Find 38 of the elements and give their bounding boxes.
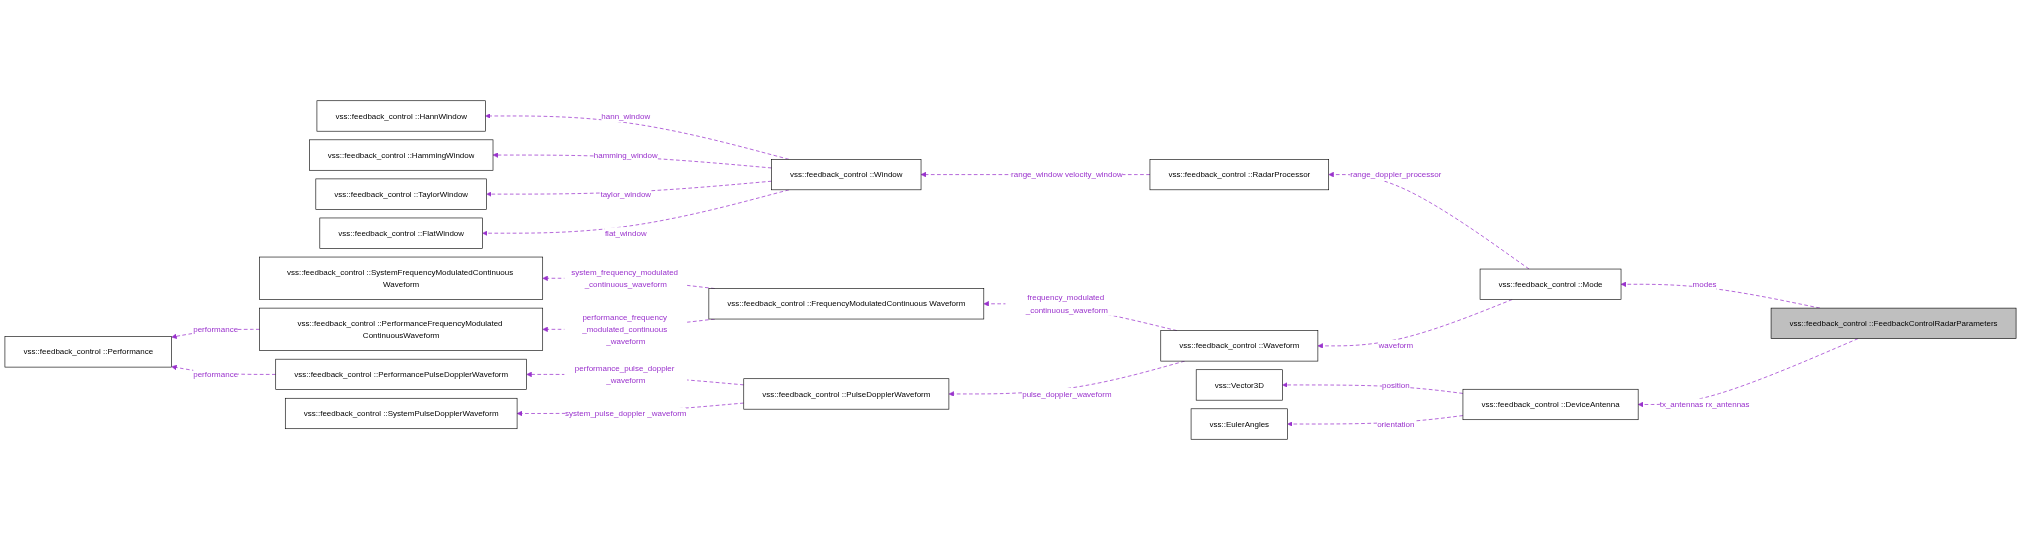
node-box: vss::feedback_control ::PerformanceFrequencyModulated ContinuousWaveform [259,307,544,351]
edge-label: frequency_modulated _continuous_waveform [1025,293,1109,315]
edge-label: hamming_window [593,150,658,160]
node-box: vss::feedback_control ::FlatWindow [319,217,483,249]
edge-label: modes [1692,279,1717,289]
edge-label: performance_frequency _modulated_continuous _waveform [582,312,668,346]
edge-label: hann_window [601,111,651,121]
edge-label: tx_antennas rx_antennas [1659,399,1750,409]
node-box: vss::feedback_control ::SystemFrequencyModulatedContinuous Waveform [259,256,544,300]
edge-label: range_doppler_processor [1350,169,1442,180]
node-box: vss::feedback_control ::SystemPulseDopplerWaveform [284,397,518,430]
edge-label: system_pulse_doppler _waveform [565,408,687,418]
node-box: vss::feedback_control ::FrequencyModulatedContinuous Waveform [708,288,985,320]
edge-label: system_frequency_modulated _continuous_waveform [571,267,679,289]
node-box: vss::feedback_control ::Performance [4,336,172,368]
edge-label: pulse_doppler_waveform [1022,389,1112,399]
node-box: vss::EulerAngles [1190,408,1288,440]
node-box: vss::feedback_control ::Waveform [1160,330,1319,362]
node-box: vss::feedback_control ::Mode [1479,268,1622,300]
edge-label: range_window velocity_window [1011,169,1123,180]
node-box: vss::feedback_control ::FeedbackControlRadarParameters [1770,307,2017,339]
node-box: vss::feedback_control ::PerformancePulseDopplerWaveform [275,358,527,390]
node-box: vss::feedback_control ::HannWindow [316,100,486,132]
node-box: vss::feedback_control ::TaylorWindow [315,178,487,210]
edge-label: taylor_window [600,189,652,199]
edge-label: waveform [1378,341,1414,351]
edge-label: flat_window [604,228,647,238]
edge-label: orientation [1377,419,1415,429]
node-box: vss::feedback_control ::HammingWindow [309,139,494,171]
node-box: vss::feedback_control ::RadarProcessor [1149,159,1329,191]
node-box: vss::Vector3D [1195,369,1283,401]
node-box: vss::feedback_control ::DeviceAntenna [1462,388,1639,421]
edge-label: performance_pulse_doppler _waveform [574,363,675,385]
edge-label: performance [193,369,239,379]
edge-label: position [1382,380,1410,390]
node-box: vss::feedback_control ::Window [771,159,922,191]
edge-label: performance [193,324,239,334]
node-box: vss::feedback_control ::PulseDopplerWaveform [743,378,950,410]
